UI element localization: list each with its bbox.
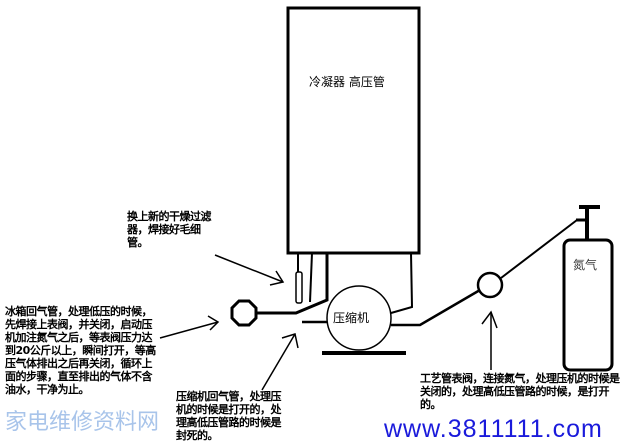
- note-drier: 换上新的干燥过滤器，焊接好毛细管。: [127, 210, 212, 249]
- watermark-site-name: 家电维修资料网: [5, 410, 160, 435]
- note-process-tube: 工艺管表阀，连接氮气，处理压机的时候是关闭的，处理高低压管路的时候，是打开的。: [420, 372, 620, 411]
- compressor: [326, 285, 392, 351]
- arrow-process-tube: [481, 310, 498, 370]
- process-gauge-valve: [476, 271, 504, 299]
- note-compressor-return: 压缩机回气管，处理压机的时候是打开的，处理高低压管路的时候是封死的。: [176, 390, 282, 442]
- note-low-pressure: 冰箱回气管，处理低压的时候，先焊接上表阀，并关闭，启动压机加注氮气之后，等表阀压…: [5, 305, 156, 396]
- condenser-label: 冷凝器 高压管: [309, 75, 385, 89]
- discharge-pipe: [390, 252, 414, 314]
- arrow-low-pressure: [159, 315, 220, 339]
- arrow-compressor-return: [261, 333, 299, 391]
- process-tube: [391, 288, 481, 327]
- capillary-line-2: [309, 252, 313, 303]
- arrow-drier: [214, 254, 285, 286]
- nitrogen-hose: [500, 219, 578, 279]
- watermark-url: www.3811111.com: [384, 415, 603, 443]
- compressor-label: 压缩机: [333, 311, 370, 325]
- condenser-box: [286, 6, 421, 255]
- drier-filter: [295, 271, 303, 304]
- low-pressure-pipe: [256, 253, 329, 315]
- low-pressure-gauge-valve: [230, 299, 258, 327]
- nitrogen-label: 氮气: [573, 258, 598, 272]
